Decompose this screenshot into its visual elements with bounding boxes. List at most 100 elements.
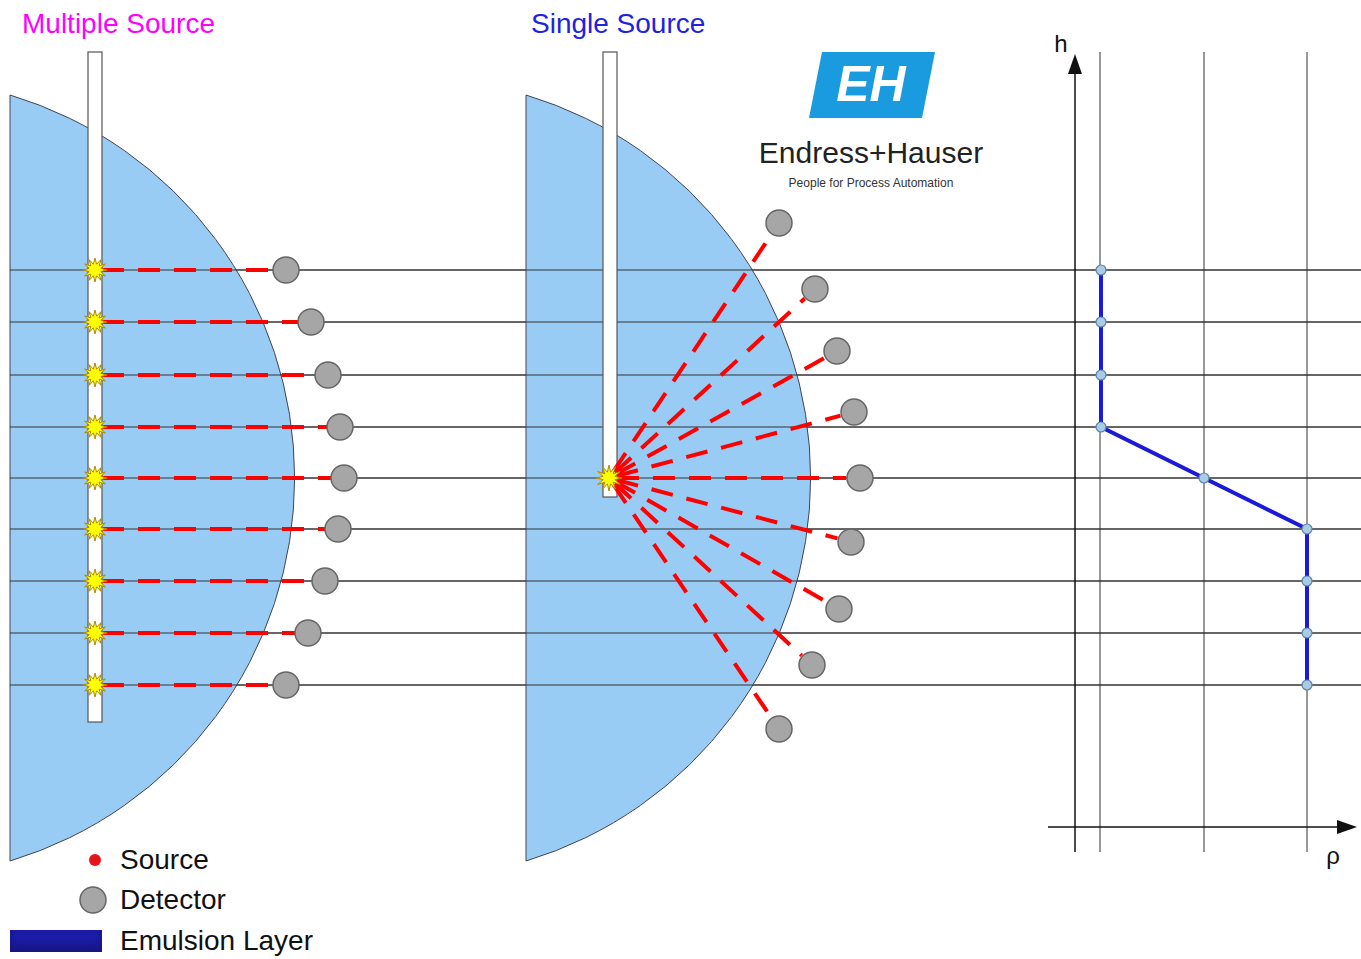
detector <box>824 338 850 364</box>
radiation-beam <box>617 480 838 538</box>
detector <box>826 596 852 622</box>
grid-line <box>1100 52 1101 852</box>
radiation-beam <box>615 483 802 655</box>
detector <box>327 414 353 440</box>
profile-point <box>1302 524 1312 534</box>
detector <box>799 652 825 678</box>
level-line <box>10 270 1361 271</box>
level-lines-front <box>10 270 1361 685</box>
detector <box>315 362 341 388</box>
radiation-beam <box>102 320 299 324</box>
level-line <box>10 529 1361 530</box>
profile-point <box>1302 628 1312 638</box>
radiation-source <box>83 517 107 541</box>
radiation-beam <box>102 268 274 272</box>
detector <box>295 620 321 646</box>
radiation-beam <box>102 683 274 687</box>
level-line <box>10 685 1361 686</box>
detector <box>766 716 792 742</box>
brand-slogan: People for Process Automation <box>789 177 954 191</box>
legend-item: Source <box>0 840 420 880</box>
detector-symbol <box>80 887 106 913</box>
detector <box>847 465 873 491</box>
radiation-source <box>83 569 107 593</box>
radiation-source <box>83 466 107 490</box>
level-line <box>10 478 1361 479</box>
level-line <box>10 581 1361 582</box>
radiation-beam <box>102 373 316 377</box>
radiation-beam <box>617 476 846 480</box>
radiation-beam <box>102 631 296 635</box>
legend-symbol <box>75 840 115 880</box>
logo-letters: EH <box>836 56 905 114</box>
level-line <box>10 427 1361 428</box>
level-line <box>10 685 1361 686</box>
level-line <box>10 322 1361 323</box>
radiation-beam <box>102 425 328 429</box>
radiation-source <box>83 363 107 387</box>
legend-item: Emulsion Layer <box>0 921 420 959</box>
legend-text: Emulsion Layer <box>120 925 313 957</box>
radiation-source <box>83 621 107 645</box>
radiation-beam <box>617 416 841 476</box>
radiation-beam <box>613 235 771 472</box>
profile-point <box>1199 473 1209 483</box>
detector <box>298 309 324 335</box>
profile-point <box>1096 317 1106 327</box>
detector <box>841 399 867 425</box>
legend-text: Source <box>120 844 209 876</box>
radiation-beam <box>102 476 332 480</box>
logo-badge <box>809 52 935 118</box>
grid-line <box>1307 52 1308 852</box>
radiation-beam <box>616 358 825 474</box>
brand-name: Endress+Hauser <box>759 136 983 171</box>
detector <box>838 529 864 555</box>
detector <box>331 465 357 491</box>
profile-point <box>1096 265 1106 275</box>
radiation-source <box>83 415 107 439</box>
panel-heading: Multiple Source <box>22 8 215 40</box>
legend-item: Detector <box>0 880 420 920</box>
panel-heading: Single Source <box>531 8 705 40</box>
detector <box>273 672 299 698</box>
level-line <box>10 375 1361 376</box>
axis-label: h <box>1054 30 1067 58</box>
legend-swatch <box>10 930 102 952</box>
density-profile <box>1101 270 1307 685</box>
radiation-source <box>83 310 107 334</box>
level-line <box>10 375 1361 376</box>
profile-points <box>1096 265 1312 690</box>
radiation-source <box>83 258 107 282</box>
axis-label: ρ <box>1326 842 1340 870</box>
level-line <box>10 427 1361 428</box>
profile-point <box>1302 576 1312 586</box>
level-line <box>10 633 1361 634</box>
level-line <box>10 633 1361 634</box>
axis-arrow <box>1068 54 1082 74</box>
radiation-beam <box>613 485 771 718</box>
legend-text: Detector <box>120 884 226 916</box>
level-line <box>10 529 1361 530</box>
radiation-source <box>596 465 622 491</box>
detector <box>273 257 299 283</box>
level-line <box>10 322 1361 323</box>
profile-point <box>1096 370 1106 380</box>
profile-point <box>1302 680 1312 690</box>
detector <box>766 210 792 236</box>
source-tube <box>603 52 617 497</box>
detector <box>312 568 338 594</box>
radiation-beam <box>102 527 326 531</box>
axis <box>1048 826 1340 828</box>
level-line <box>10 270 1361 271</box>
profile-point <box>1096 422 1106 432</box>
level-line <box>10 581 1361 582</box>
source-dot <box>89 854 101 866</box>
axis-arrow <box>1337 820 1357 834</box>
radiation-source <box>83 673 107 697</box>
detector <box>325 516 351 542</box>
grid-line <box>1204 52 1205 852</box>
legend-symbol <box>75 880 115 920</box>
radiation-beam <box>102 579 313 583</box>
axis <box>1074 70 1076 852</box>
